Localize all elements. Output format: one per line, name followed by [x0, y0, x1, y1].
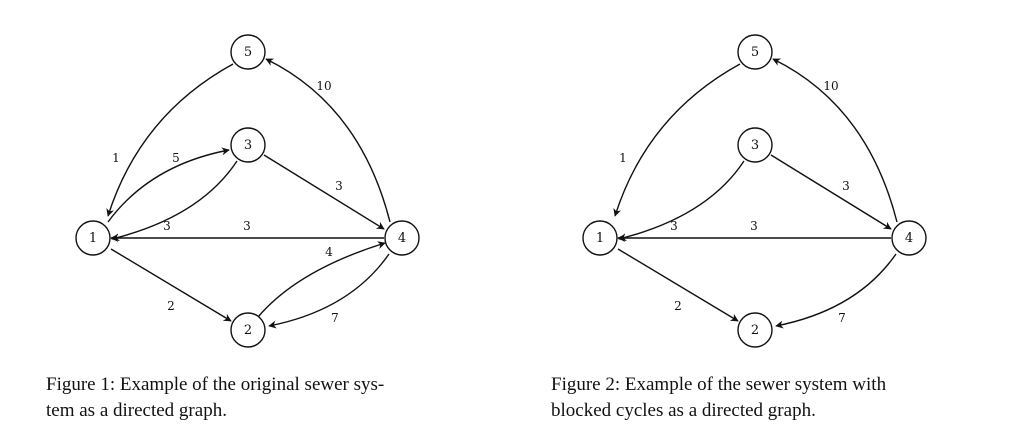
edge-4-to-5: 10: [265, 58, 391, 223]
node-1: 1: [582, 220, 618, 256]
node-label: 5: [751, 45, 759, 60]
edge-weight-label: 3: [842, 179, 850, 193]
node-label: 2: [751, 323, 759, 338]
node-5: 5: [737, 34, 773, 70]
edge-1-to-3: 5: [107, 147, 230, 223]
edge-4-to-2: 7: [268, 253, 390, 329]
edge-4-to-5: 10: [772, 58, 898, 223]
caption-line: blocked cycles as a directed graph.: [551, 400, 816, 421]
edges: 1 5 3 3 3 10 2: [106, 58, 391, 329]
figure-2-caption: Figure 2: Example of the sewer system wi…: [551, 372, 886, 424]
edge-1-to-2: 2: [110, 248, 232, 322]
node-2: 2: [737, 312, 773, 348]
graph-figure-1: 1 5 3 3 3 10 2: [75, 34, 420, 348]
node-5: 5: [230, 34, 266, 70]
caption-line: Figure 1: Example of the original sewer …: [46, 374, 385, 395]
edge-weight-label: 3: [243, 219, 251, 233]
node-label: 5: [244, 45, 252, 60]
edge-weight-label: 3: [335, 179, 343, 193]
edge-weight-label: 10: [316, 79, 331, 93]
edge-3-to-1: 3: [618, 160, 745, 242]
node-label: 3: [751, 138, 759, 153]
edge-weight-label: 10: [823, 79, 838, 93]
node-label: 1: [596, 231, 604, 246]
node-4: 4: [384, 220, 420, 256]
edge-4-to-1: 3: [110, 219, 384, 242]
edge-weight-label: 2: [674, 299, 682, 313]
node-2: 2: [230, 312, 266, 348]
edge-5-to-1: 1: [613, 63, 741, 217]
edge-weight-label: 7: [838, 311, 846, 325]
node-4: 4: [891, 220, 927, 256]
nodes: 5 3 1 4 2: [582, 34, 927, 348]
graph-figure-2: 1 3 3 3 10 2 7: [582, 34, 927, 348]
edge-weight-label: 4: [325, 245, 333, 259]
edge-4-to-1: 3: [617, 219, 891, 242]
nodes: 5 3 1 4 2: [75, 34, 420, 348]
node-label: 3: [244, 138, 252, 153]
node-label: 4: [398, 231, 406, 246]
edge-3-to-1: 3: [111, 160, 238, 242]
edge-weight-label: 3: [670, 219, 678, 233]
edge-1-to-2: 2: [617, 248, 739, 322]
edge-weight-label: 5: [172, 151, 180, 165]
node-label: 2: [244, 323, 252, 338]
figure-1-caption: Figure 1: Example of the original sewer …: [46, 372, 384, 424]
node-3: 3: [230, 127, 266, 163]
edge-2-to-4: 4: [257, 241, 386, 318]
edge-weight-label: 7: [331, 311, 339, 325]
edge-3-to-4: 3: [263, 154, 385, 230]
edge-weight-label: 3: [163, 219, 171, 233]
caption-line: tem as a directed graph.: [46, 400, 227, 421]
edge-4-to-2: 7: [775, 253, 897, 329]
node-3: 3: [737, 127, 773, 163]
edge-5-to-1: 1: [106, 63, 234, 217]
node-1: 1: [75, 220, 111, 256]
edges: 1 3 3 3 10 2 7: [613, 58, 898, 329]
node-label: 1: [89, 231, 97, 246]
node-label: 4: [905, 231, 913, 246]
edge-weight-label: 1: [619, 151, 627, 165]
edge-weight-label: 2: [167, 299, 175, 313]
edge-weight-label: 1: [112, 151, 120, 165]
caption-line: Figure 2: Example of the sewer system wi…: [551, 374, 887, 395]
edge-3-to-4: 3: [770, 154, 892, 230]
edge-weight-label: 3: [750, 219, 758, 233]
